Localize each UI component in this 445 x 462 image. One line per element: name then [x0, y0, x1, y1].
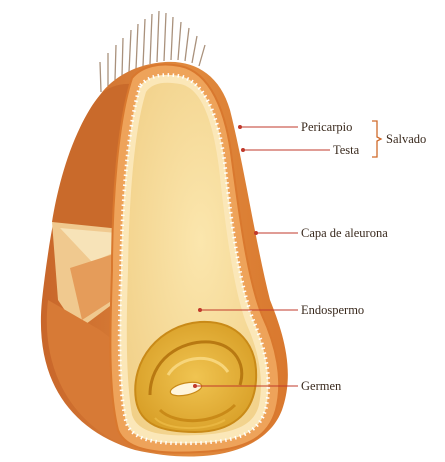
- label-germ: Germen: [301, 379, 341, 393]
- label-endosperm: Endospermo: [301, 303, 364, 317]
- label-pericarp: Pericarpio: [301, 120, 352, 134]
- label-testa: Testa: [333, 143, 359, 157]
- label-bran: Salvado: [386, 132, 426, 146]
- bran-bracket: [372, 121, 381, 157]
- label-aleurone: Capa de aleurona: [301, 226, 388, 240]
